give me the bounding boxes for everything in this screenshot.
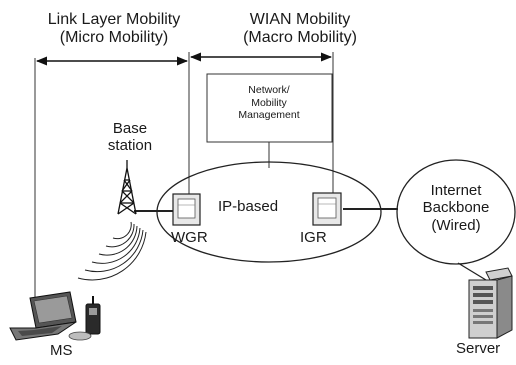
radio-waves-icon xyxy=(77,221,147,281)
ip-based-label: IP-based xyxy=(218,198,279,215)
network-mgmt-label: Network/ Mobility Management xyxy=(238,84,300,122)
igr-label: IGR xyxy=(300,229,327,246)
router-icon xyxy=(172,193,201,226)
laptop-icon xyxy=(9,291,77,341)
internet-to-server-link xyxy=(457,262,487,281)
ms-label: MS xyxy=(50,342,73,359)
internet-backbone-label: Internet Backbone (Wired) xyxy=(422,182,490,234)
router-icon xyxy=(312,192,342,226)
internet-backbone xyxy=(396,159,516,265)
server-icon xyxy=(468,267,513,339)
wgr-label: WGR xyxy=(171,229,208,246)
mobile-phone-icon xyxy=(68,296,101,341)
base-station-label: Base station xyxy=(107,120,153,155)
antenna-tower-icon xyxy=(117,160,137,215)
server-label: Server xyxy=(456,340,501,357)
network-mgmt-box xyxy=(206,73,333,143)
wian-mobility-label: WIAN Mobility (Macro Mobility) xyxy=(243,11,357,47)
link-layer-mobility-label: Link Layer Mobility (Micro Mobility) xyxy=(47,11,181,47)
